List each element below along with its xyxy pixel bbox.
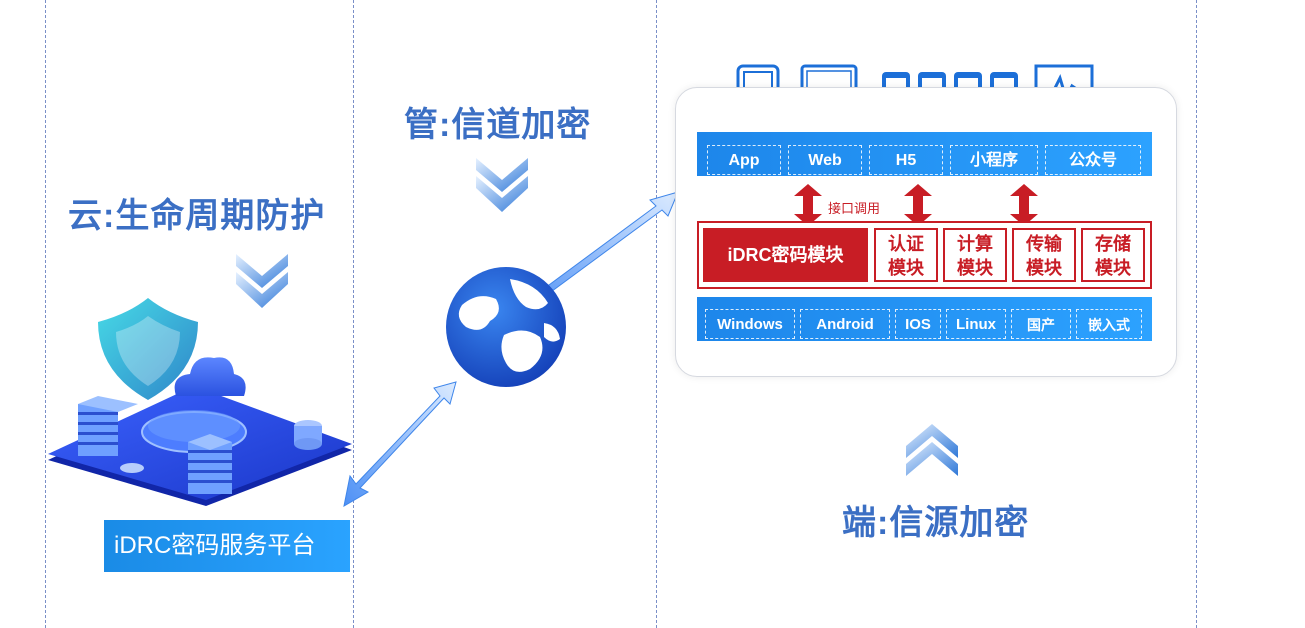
double-arrow-icon xyxy=(1010,184,1038,226)
chevron-down-icon xyxy=(236,254,288,308)
module-compute-line2: 模块 xyxy=(957,258,993,278)
chip-domestic: 国产 xyxy=(1011,309,1071,339)
double-arrow-icon xyxy=(904,184,932,226)
cloud-icon xyxy=(174,357,246,396)
heading-cloud: 云:生命周期防护 xyxy=(68,197,326,235)
platform-label: iDRC密码服务平台 xyxy=(104,520,350,572)
platform-illustration xyxy=(48,298,352,506)
chip-android: Android xyxy=(800,309,890,339)
separator-3 xyxy=(656,0,657,628)
chip-windows: Windows xyxy=(705,309,795,339)
module-transfer-line2: 模块 xyxy=(1026,258,1062,278)
chevron-down-icon xyxy=(476,158,528,212)
module-transfer: 传输 模块 xyxy=(1012,228,1076,282)
chip-official-account: 公众号 xyxy=(1045,145,1141,175)
separator-2 xyxy=(353,0,354,628)
separator-1 xyxy=(45,0,46,628)
module-storage: 存储 模块 xyxy=(1081,228,1145,282)
module-compute: 计算 模块 xyxy=(943,228,1007,282)
app-channel-bar xyxy=(697,132,1152,176)
heading-pipe: 管:信道加密 xyxy=(404,106,592,144)
chip-ios: IOS xyxy=(895,309,941,339)
module-auth-line2: 模块 xyxy=(888,258,924,278)
module-auth: 认证 模块 xyxy=(874,228,938,282)
module-auth-line1: 认证 xyxy=(888,234,924,254)
module-compute-line1: 计算 xyxy=(957,234,993,254)
heading-end: 端:信源加密 xyxy=(842,504,1030,542)
chip-app: App xyxy=(707,145,781,175)
link-arrow-platform-globe xyxy=(343,381,457,507)
chevron-up-icon xyxy=(906,424,958,476)
chip-linux: Linux xyxy=(946,309,1006,339)
chip-web: Web xyxy=(788,145,862,175)
chip-embedded: 嵌入式 xyxy=(1076,309,1142,339)
double-arrow-icon xyxy=(794,184,822,226)
chip-h5: H5 xyxy=(869,145,943,175)
server-icon xyxy=(78,396,138,456)
module-transfer-line1: 传输 xyxy=(1026,234,1062,254)
chip-mini-program: 小程序 xyxy=(950,145,1038,175)
module-storage-line1: 存储 xyxy=(1095,234,1131,254)
crypto-module-title: iDRC密码模块 xyxy=(703,228,868,282)
interface-call-label: 接口调用 xyxy=(828,201,881,216)
globe-icon xyxy=(446,267,566,387)
server-icon xyxy=(188,434,232,494)
shield-icon xyxy=(98,298,198,400)
module-storage-line2: 模块 xyxy=(1095,258,1131,278)
separator-4 xyxy=(1196,0,1197,628)
